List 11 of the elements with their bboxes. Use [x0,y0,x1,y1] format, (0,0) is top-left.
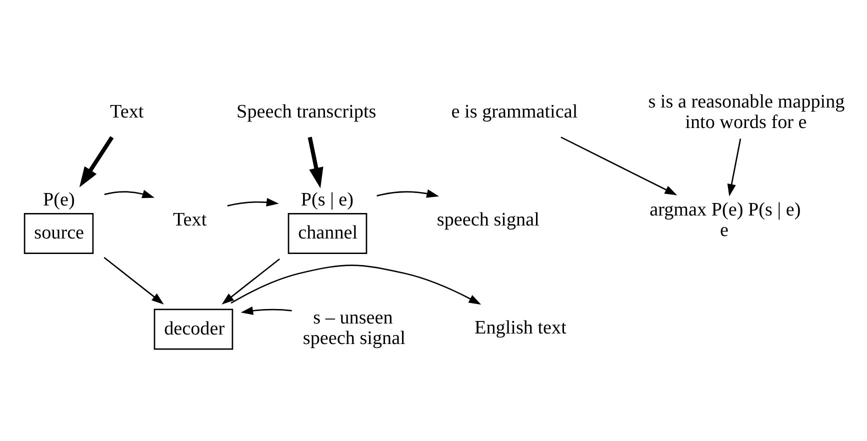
node-text: Speech transcripts [236,102,376,123]
node-label: P(s | e) [300,190,354,211]
node-text: s – unseen speech signal [302,307,406,349]
node-text: Text [110,102,144,123]
node-text: e is grammatical [451,102,578,123]
node-text: Text [172,210,207,231]
node-text: English text [474,318,566,339]
node-text: argmax P(e) P(s | e) e [650,199,801,241]
node-label: P(e) [43,190,75,211]
node-text: speech signal [436,210,540,231]
node-text: s is a reasonable mapping into words for e [648,91,845,133]
